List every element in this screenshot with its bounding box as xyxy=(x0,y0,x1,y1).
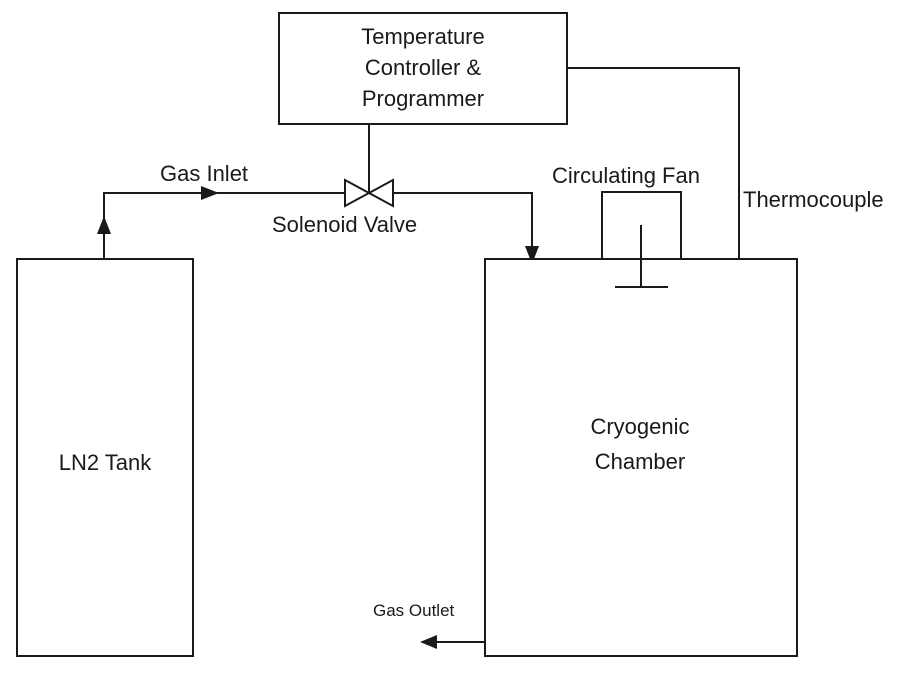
gas-inlet-arrow xyxy=(201,186,219,200)
gas-outlet-label: Gas Outlet xyxy=(373,601,455,620)
gas-outlet-arrow xyxy=(420,635,437,649)
controller-label-line3: Programmer xyxy=(362,86,484,111)
solenoid-valve-label: Solenoid Valve xyxy=(272,212,417,237)
circulating-fan-label: Circulating Fan xyxy=(552,163,700,188)
solenoid-valve-icon-right xyxy=(366,178,394,208)
gas-inlet-label: Gas Inlet xyxy=(160,161,248,186)
chamber-label-line2: Chamber xyxy=(595,449,685,474)
ln2-tank-box xyxy=(16,258,194,657)
thermocouple-line xyxy=(567,67,740,296)
chamber-label-line1: Cryogenic xyxy=(590,414,689,439)
circulating-fan-housing xyxy=(601,191,682,259)
tank-outlet-arrow xyxy=(97,216,111,234)
solenoid-valve-icon xyxy=(344,178,372,208)
controller-label-line1: Temperature xyxy=(361,24,485,49)
temperature-controller-box xyxy=(278,12,568,125)
controller-label-line2: Controller & xyxy=(365,55,481,80)
chamber-inlet-arrow xyxy=(525,246,539,264)
ln2-tank-label: LN2 Tank xyxy=(59,450,153,475)
cryogenic-chamber-box xyxy=(484,258,798,657)
thermocouple-label: Thermocouple xyxy=(743,187,884,212)
